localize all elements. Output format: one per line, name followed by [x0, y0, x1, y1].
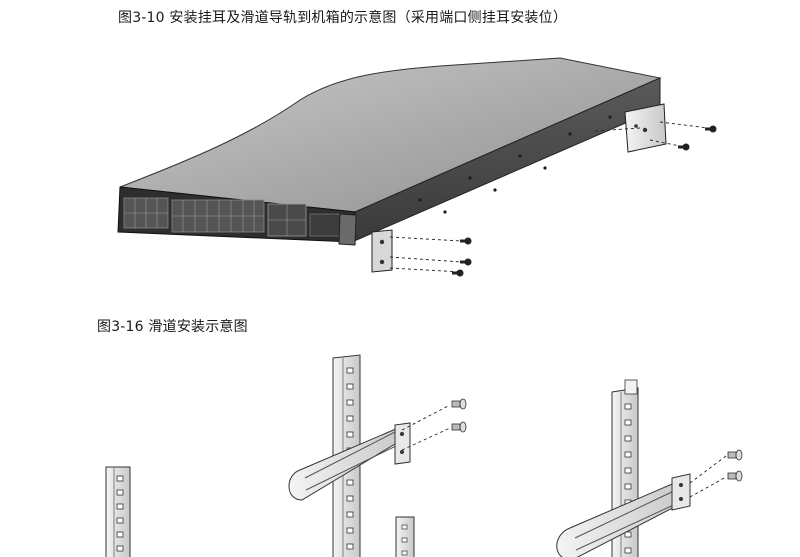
rear-slide-rail — [624, 103, 667, 153]
switch-chassis-illustration — [117, 57, 662, 273]
management-port-panel — [309, 213, 341, 237]
front-ear-bracket — [371, 229, 393, 273]
right-screw-guides — [689, 455, 727, 498]
figure-3-16-caption: 图3-16 滑道安装示意图 — [97, 319, 248, 335]
center-screws — [451, 398, 467, 433]
right-screws — [727, 449, 743, 482]
slide-rail-right — [556, 473, 691, 557]
rear-screw-guides — [594, 121, 709, 147]
chassis-top-surface — [119, 57, 662, 213]
figure-3-10-caption: 图3-10 安装挂耳及滑道导轨到机箱的示意图（采用端口侧挂耳安装位） — [118, 10, 568, 26]
front-screw-guides — [389, 236, 463, 273]
slide-rail-center — [288, 422, 411, 501]
cabinet-post-small — [395, 516, 415, 557]
cabinet-post-left — [105, 466, 131, 557]
rear-screws — [678, 125, 717, 151]
front-screws — [452, 237, 472, 277]
front-mounting-ear — [338, 213, 357, 246]
center-screw-guides — [401, 404, 451, 451]
